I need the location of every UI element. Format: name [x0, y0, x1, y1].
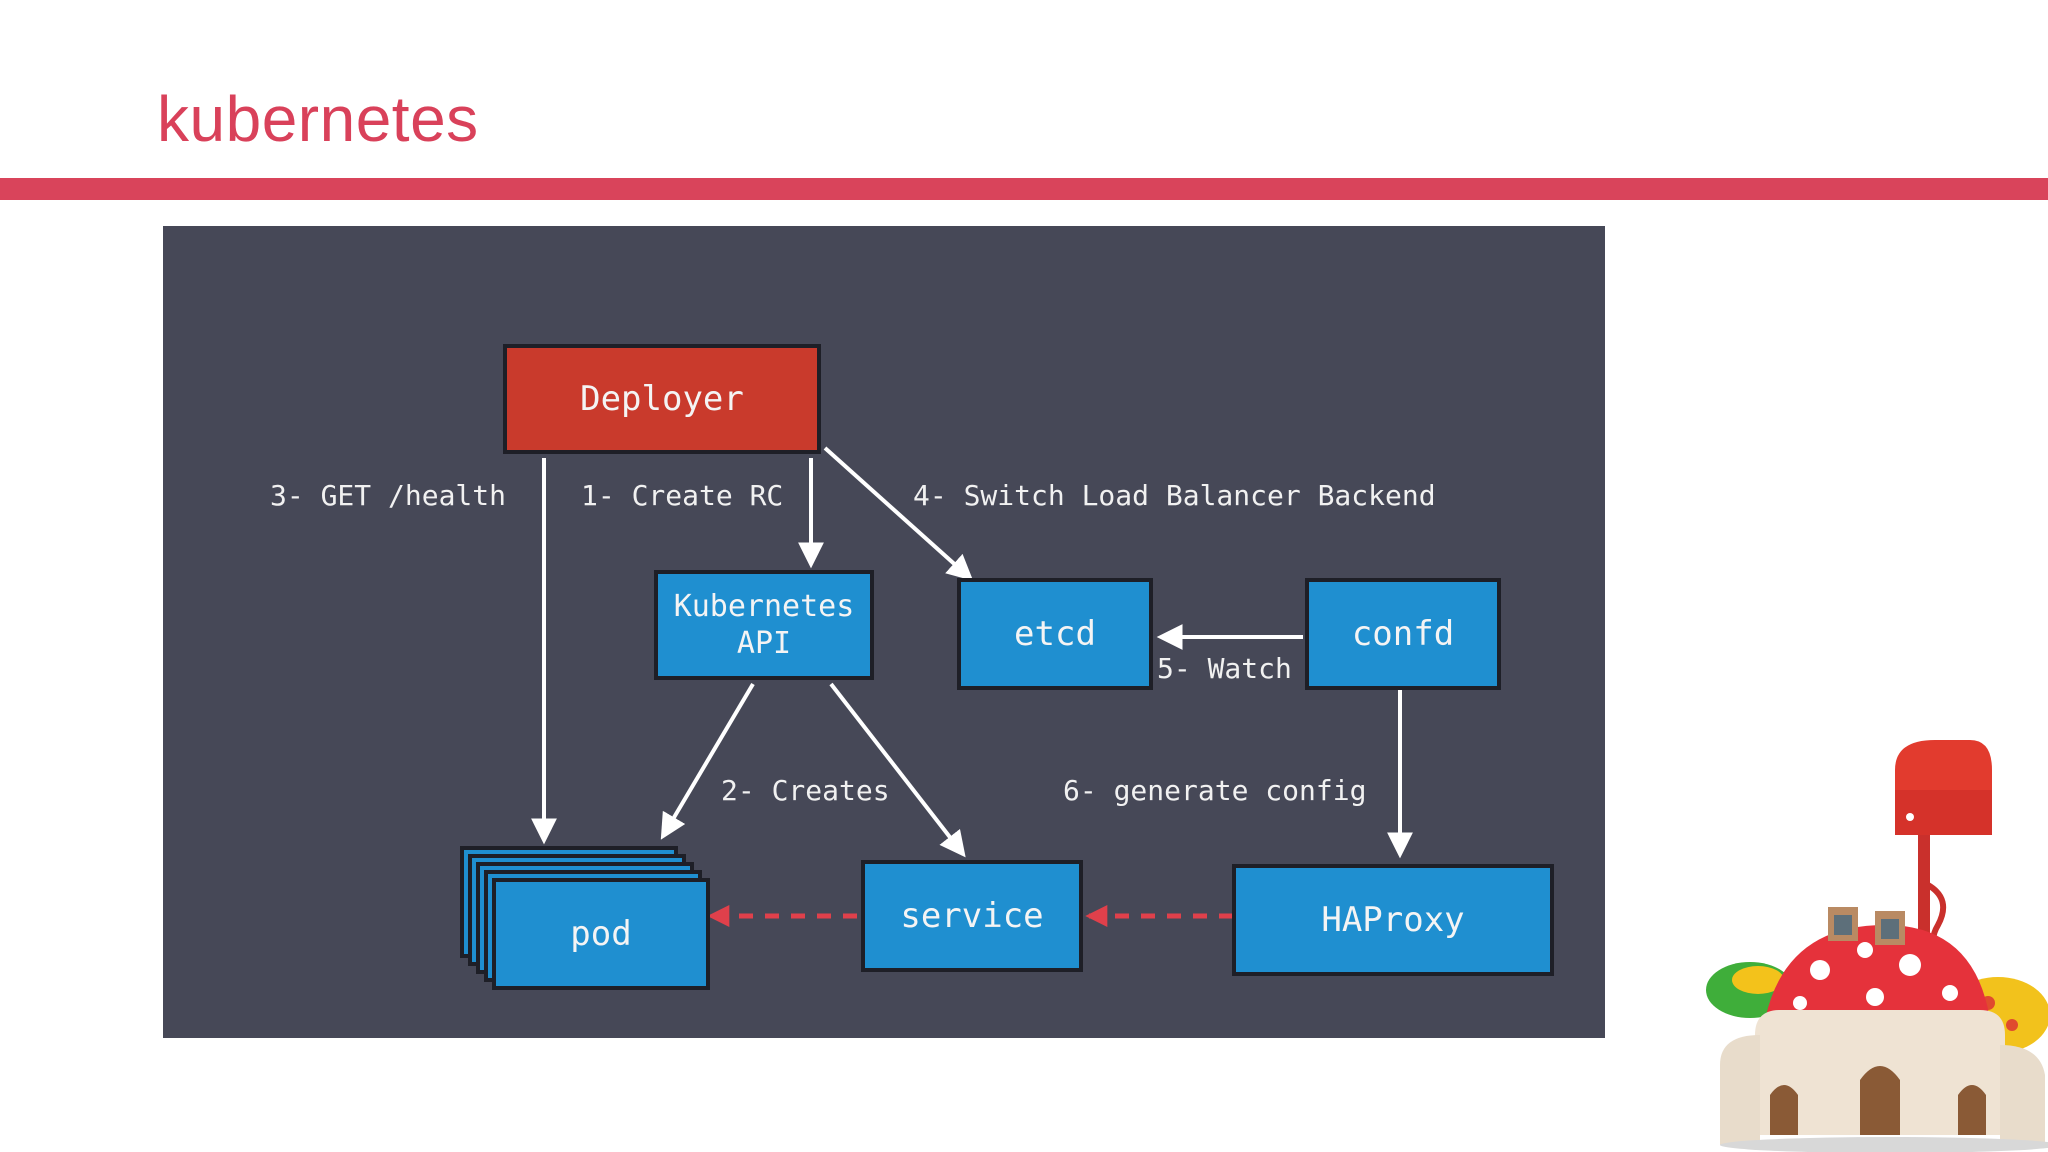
arrow-creates-service [829, 682, 966, 858]
edge-label-get-health: 3- GET /health [270, 479, 507, 512]
node-deployer-label: Deployer [580, 378, 744, 419]
node-etcd-label: etcd [1014, 613, 1096, 654]
node-confd-label: confd [1351, 613, 1455, 654]
node-kubernetes-api-label: Kubernetes API [673, 588, 855, 662]
node-pod-label: pod [570, 913, 632, 954]
node-service-label: service [900, 895, 1044, 936]
node-haproxy-label: HAProxy [1321, 899, 1465, 940]
title-underline-bar [0, 178, 2048, 200]
node-deployer: Deployer [503, 344, 821, 454]
edge-label-create-rc: 1- Create RC [581, 479, 784, 512]
node-service: service [861, 860, 1083, 972]
edge-label-switch-lb: 4- Switch Load Balancer Backend [913, 479, 1436, 512]
node-pod: pod [492, 878, 710, 990]
edge-label-watch: 5- Watch [1157, 652, 1292, 685]
edge-label-generate-config: 6- generate config [1063, 774, 1367, 807]
mushroom-house-mailbox-illustration [1706, 740, 2048, 1152]
node-kubernetes-api: Kubernetes API [654, 570, 874, 680]
edge-label-creates: 2- Creates [721, 774, 890, 807]
arrow-switch-lb [823, 446, 974, 581]
node-confd: confd [1305, 578, 1501, 690]
architecture-diagram: Deployer Kubernetes API etcd confd pod s… [163, 226, 1605, 1038]
diagram-arrows [531, 446, 1413, 927]
node-haproxy: HAProxy [1232, 864, 1554, 976]
page-title: kubernetes [157, 83, 479, 155]
arrow-creates-pod [660, 682, 755, 840]
node-etcd: etcd [957, 578, 1153, 690]
